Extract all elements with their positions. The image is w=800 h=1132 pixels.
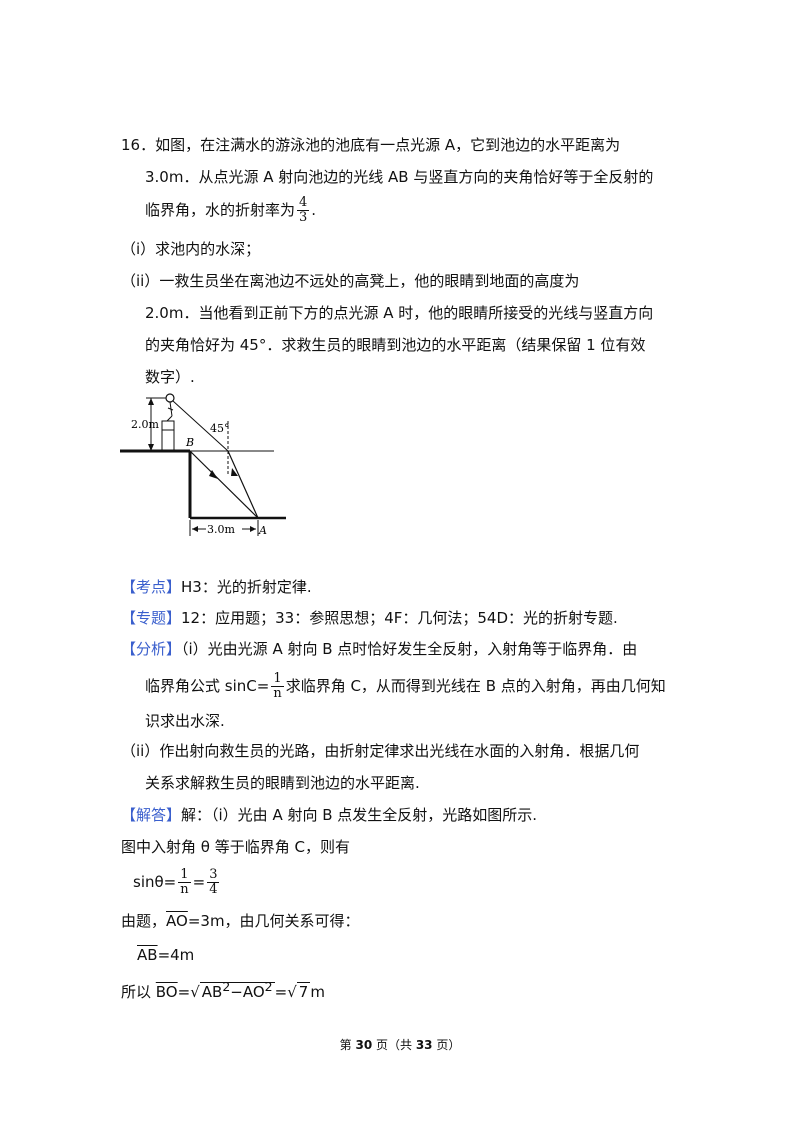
page-footer: 第 30 页（共 33 页） xyxy=(0,1036,800,1053)
fenxi-text-2-pre: 临界角公式 sinC= xyxy=(145,677,270,695)
segment-ao: AO xyxy=(166,912,188,930)
l3-pre: 由题， xyxy=(121,912,167,930)
fenxi-text-1: （i）光由光源 A 射向 B 点时恰好发生全反射，入射角等于临界角．由 xyxy=(181,640,638,658)
refracted-ray xyxy=(172,400,229,452)
chair-icon xyxy=(161,420,175,452)
sqrt-ab: AB xyxy=(201,983,223,1001)
fraction-denominator: n xyxy=(180,882,189,897)
height-label: 2.0m xyxy=(131,418,159,431)
jieda-tag: 【解答】 xyxy=(121,806,182,824)
eq1-pre: sinθ= xyxy=(133,873,177,891)
angle-label: 45° xyxy=(210,422,230,435)
point-a-label: A xyxy=(258,524,267,537)
question-line-2: 3.0m．从点光源 A 射向池边的光线 AB 与竖直方向的夹角恰好等于全反射的 xyxy=(145,168,654,186)
width-label: 3.0m xyxy=(207,523,235,536)
kaodian-tag: 【考点】 xyxy=(121,578,182,596)
lifeguard-icon xyxy=(166,401,174,422)
ray-a-to-surface xyxy=(227,450,259,519)
l3-post: =3m，由几何关系可得： xyxy=(187,912,360,930)
sqrt-ao: AO xyxy=(242,983,265,1001)
eq2-post: =4m xyxy=(157,946,195,964)
arrow-down-icon xyxy=(148,444,154,451)
part-ii-line-2: 2.0m．当他看到正前下方的点光源 A 时，他的眼睛所接受的光线与竖直方向 xyxy=(145,304,654,322)
fenxi-line-1: 【分析】（i）光由光源 A 射向 B 点时恰好发生全反射，入射角等于临界角．由 xyxy=(121,638,637,660)
eq1-equals: = xyxy=(192,873,206,891)
arrow-up-icon xyxy=(148,398,154,405)
fenxi-line-5: 关系求解救生员的眼睛到池边的水平距离. xyxy=(145,774,420,792)
jieda-line-1: 【解答】解：（i）光由 A 射向 B 点发生全反射，光路如图所示. xyxy=(121,804,537,826)
point-b-label: B xyxy=(185,436,194,449)
fenxi-text-2-post: 求临界角 C，从而得到光线在 B 点的入射角，再由几何知 xyxy=(285,677,666,695)
question-number: 16． xyxy=(121,136,156,154)
sqrt-expression: √AB2−AO2 xyxy=(190,979,275,1001)
fraction-numerator: 3 xyxy=(207,867,220,883)
sqrt-exp-1: 2 xyxy=(222,979,231,994)
fenxi-tag: 【分析】 xyxy=(121,640,182,658)
arrow-right-icon xyxy=(250,526,256,532)
segment-bo: BO xyxy=(155,983,178,1001)
jieda-line-3: 由题，AO=3m，由几何关系可得： xyxy=(121,910,360,932)
equation-ab: AB=4m xyxy=(137,944,194,966)
fenxi-line-4: （ii）作出射向救生员的光路，由折射定律求出光线在水面的入射角．根据几何 xyxy=(121,742,640,760)
jieda-text-1: 解：（i）光由 A 射向 B 点发生全反射，光路如图所示. xyxy=(181,806,538,824)
kaodian-line: 【考点】H3：光的折射定律. xyxy=(121,576,312,598)
lifeguard-eye-icon xyxy=(165,393,175,403)
ray-a-to-b xyxy=(189,450,259,519)
l4-unit: m xyxy=(310,983,325,1001)
fraction-numerator: 1 xyxy=(178,868,191,883)
width-label-bg xyxy=(206,523,242,535)
sqrt-minus: − xyxy=(230,983,243,1001)
fraction-denominator: 3 xyxy=(299,210,308,225)
part-ii-line-1: （ii）一救生员坐在离池边不远处的高凳上，他的眼睛到地面的高度为 xyxy=(121,272,580,290)
segment-ab: AB xyxy=(137,946,158,964)
footer-page-number: 30 xyxy=(355,1038,373,1052)
fraction-denominator: 4 xyxy=(209,882,218,897)
part-ii-line-3: 的夹角恰好为 45°．求救生员的眼睛到池边的水平距离（结果保留 1 位有效 xyxy=(145,336,646,354)
question-text-1: 如图，在注满水的游泳池的池底有一点光源 A，它到池边的水平距离为 xyxy=(155,136,621,154)
l4-equals-2: = xyxy=(274,983,288,1001)
part-ii-line-4: 数字）. xyxy=(145,368,195,386)
fraction-numerator: 4 xyxy=(297,195,310,211)
sqrt-seven-value: 7 xyxy=(296,982,311,1001)
arrow-ray-surface-icon xyxy=(231,468,238,476)
kaodian-text: H3：光的折射定律. xyxy=(181,578,312,596)
fraction-denominator: n xyxy=(273,686,282,701)
footer-post: 页） xyxy=(432,1038,461,1052)
zhuanti-line: 【专题】12：应用题；33：参照思想；4F：几何法；54D：光的折射专题. xyxy=(121,607,618,629)
fenxi-line-3: 识求出水深. xyxy=(145,712,225,730)
arrow-left-icon xyxy=(192,526,198,532)
question-line-1: 16．如图，在注满水的游泳池的池底有一点光源 A，它到池边的水平距离为 xyxy=(121,134,620,156)
footer-total-pages: 33 xyxy=(415,1038,433,1052)
footer-mid: 页（共 xyxy=(372,1038,416,1052)
jieda-line-2: 图中入射角 θ 等于临界角 C，则有 xyxy=(121,838,350,856)
pool-figure: 2.0m 45° B 3.0m A xyxy=(120,393,286,537)
question-text-3-end: . xyxy=(311,201,317,219)
part-i: （i）求池内的水深； xyxy=(121,240,261,258)
footer-pre: 第 xyxy=(339,1038,356,1052)
zhuanti-text: 12：应用题；33：参照思想；4F：几何法；54D：光的折射专题. xyxy=(181,609,618,627)
l4-pre: 所以 xyxy=(121,983,156,1001)
question-text-3: 临界角，水的折射率为 xyxy=(145,201,296,219)
arrow-ray-ab-icon xyxy=(209,470,218,479)
sqrt-seven: √7 xyxy=(287,982,311,1001)
sqrt-exp-2: 2 xyxy=(264,979,273,994)
l4-equals: = xyxy=(177,983,191,1001)
fraction-numerator: 1 xyxy=(271,672,284,687)
zhuanti-tag: 【专题】 xyxy=(121,609,182,627)
